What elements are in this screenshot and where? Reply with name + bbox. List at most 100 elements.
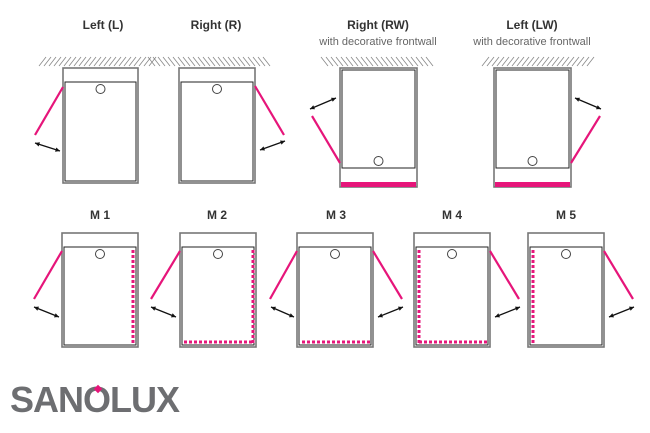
arrowhead-icon (596, 105, 601, 110)
wall-hatch (405, 56, 414, 67)
arrowhead-icon (331, 97, 336, 102)
drain-icon (561, 249, 571, 259)
drain-icon (95, 84, 106, 94)
wall-hatch (63, 56, 72, 67)
wall-hatch (207, 56, 216, 67)
wall-hatch (167, 56, 176, 67)
shower-tray-inner (495, 69, 570, 169)
arrowhead-icon (151, 306, 156, 311)
wall-hatch (536, 56, 545, 67)
swing-arrow-icon (574, 97, 602, 110)
wall-hatch (237, 56, 246, 67)
wall-hatch (491, 56, 500, 67)
wall-hatch (320, 56, 329, 67)
wall-hatch (157, 56, 166, 67)
wall-hatch (147, 56, 156, 67)
label-m2: M 2 (207, 208, 227, 222)
wall-hatch (415, 56, 424, 67)
sanolux-logo: SANOLUX (10, 379, 180, 420)
wall-hatch (78, 56, 87, 67)
wall-hatch (345, 56, 354, 67)
wall-hatch (108, 56, 117, 67)
arrowhead-icon (55, 147, 60, 152)
wall-hatch (385, 56, 394, 67)
wall-hatch (586, 56, 595, 67)
subtitle-right-rw: with decorative frontwall (318, 36, 436, 48)
wall-hatch (325, 56, 334, 67)
wall-hatch (53, 56, 62, 67)
wall-hatch (222, 56, 231, 67)
wall-hatch (48, 56, 57, 67)
door-panel (150, 250, 181, 300)
arrowhead-icon (575, 97, 580, 102)
arrowhead-icon (515, 306, 520, 311)
wall-hatch (576, 56, 585, 67)
wall-hatch (380, 56, 389, 67)
wall-hatch (182, 56, 191, 67)
wall-hatch (138, 56, 147, 67)
drain-icon (212, 84, 222, 94)
wall-hatch (152, 56, 161, 67)
wall-hatch (202, 56, 211, 67)
wall-hatch (197, 56, 206, 67)
wall-hatch (113, 56, 122, 67)
wall-hatch (330, 56, 339, 67)
door-panel (570, 115, 601, 164)
wall-hatch (162, 56, 171, 67)
shower-tray-inner (298, 246, 372, 346)
label-m1: M 1 (90, 208, 110, 222)
wall-hatch (172, 56, 181, 67)
wall-hatch (350, 56, 359, 67)
wall-hatch (148, 56, 157, 67)
arrowhead-icon (271, 306, 276, 311)
arrowhead-icon (34, 306, 39, 311)
wall-hatch (410, 56, 419, 67)
wall-hatch (501, 56, 510, 67)
wall-hatch (118, 56, 127, 67)
label-left-l: Left (L) (83, 18, 124, 32)
wall-hatch (370, 56, 379, 67)
wall-hatch (425, 56, 434, 67)
door-panel (603, 250, 634, 300)
wall-hatch (38, 56, 47, 67)
wall-hatch (420, 56, 429, 67)
door-panel (311, 115, 341, 164)
arrowhead-icon (398, 306, 403, 311)
shower-tray-inner (415, 246, 489, 346)
wall-hatch (128, 56, 137, 67)
wall-hatch (400, 56, 409, 67)
door-panel (269, 250, 298, 300)
wall-hatch (88, 56, 97, 67)
shower-tray-inner (180, 81, 254, 182)
wall-hatch (581, 56, 590, 67)
wall-hatch (355, 56, 364, 67)
wall-hatch (133, 56, 142, 67)
label-left-lw: Left (LW) (506, 18, 557, 32)
arrowhead-icon (260, 146, 265, 151)
wall-hatch (98, 56, 107, 67)
wall-hatch (232, 56, 241, 67)
door-panel (372, 250, 403, 300)
wall-hatch (123, 56, 132, 67)
wall-hatch (143, 56, 152, 67)
wall-hatch (395, 56, 404, 67)
label-m3: M 3 (326, 208, 346, 222)
shower-tray-inner (341, 69, 416, 169)
wall-hatch (375, 56, 384, 67)
label-right-r: Right (R) (191, 18, 242, 32)
swing-arrow-icon (309, 97, 337, 110)
wall-hatch (103, 56, 112, 67)
arrowhead-icon (629, 306, 634, 311)
wall-hatch (390, 56, 399, 67)
decorative-frontwall (341, 182, 416, 187)
arrowhead-icon (378, 313, 383, 318)
shower-tray-inner (64, 81, 137, 182)
wall-hatch (257, 56, 266, 67)
wall-hatch (566, 56, 575, 67)
door-panel (489, 250, 520, 300)
label-right-rw: Right (RW) (347, 18, 409, 32)
drain-icon (95, 249, 105, 259)
wall-hatch (212, 56, 221, 67)
wall-hatch (571, 56, 580, 67)
